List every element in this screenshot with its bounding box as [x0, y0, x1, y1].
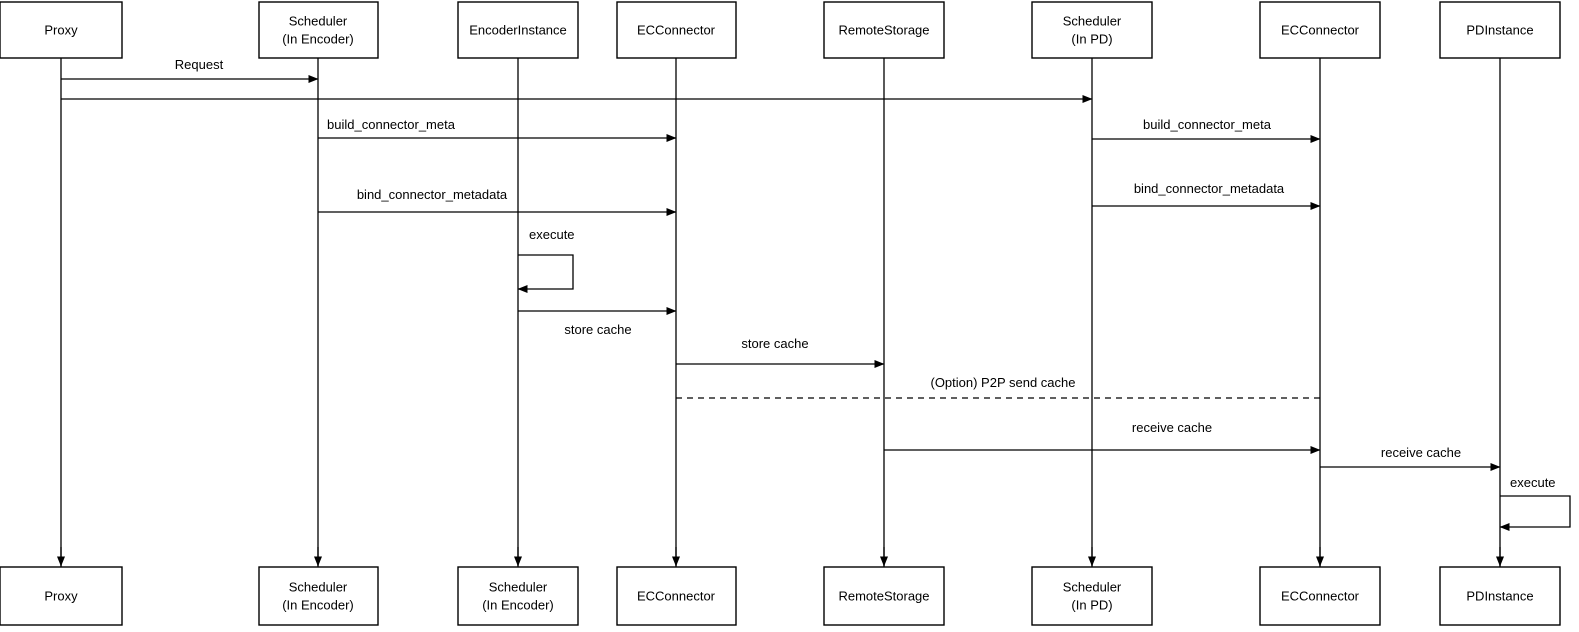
bottom-participant-label-proxy: Proxy [44, 588, 78, 603]
top-participant-box-ecconnector-2[interactable] [1259, 1, 1381, 59]
message-label-m4: build_connector_meta [1143, 117, 1272, 132]
top-participant-box-proxy[interactable] [0, 1, 123, 59]
bottom-participant-sublabel-scheduler-enc: (In Encoder) [282, 597, 354, 612]
bottom-participant-sublabel-encoder-inst: (In Encoder) [482, 597, 554, 612]
top-participant-label-proxy: Proxy [44, 22, 78, 37]
bottom-participant-label-scheduler-pd: Scheduler [1063, 579, 1122, 594]
messages-layer: Request build_connector_meta build_connect… [61, 57, 1501, 471]
self-call-label-s1: execute [529, 227, 575, 242]
top-participant-box-scheduler-pd[interactable] [1031, 1, 1153, 59]
self-call-label-s2: execute [1510, 475, 1556, 490]
bottom-participant-label-encoder-inst: Scheduler [489, 579, 548, 594]
bottom-participant-sublabel-scheduler-pd: (In PD) [1071, 597, 1112, 612]
bottom-participant-box-scheduler-pd[interactable] [1031, 566, 1153, 626]
bottom-participant-box-remote-storage[interactable] [823, 566, 945, 626]
top-participant-label-ecconnector-2: ECConnector [1281, 22, 1360, 37]
message-label-m6: bind_connector_metadata [1134, 181, 1285, 196]
bottom-participant-box-ecconnector-1[interactable] [616, 566, 737, 626]
top-participant-boxes-layer: Proxy Scheduler (In Encoder) EncoderInstanc… [0, 1, 1561, 59]
top-participant-box-pdinstance[interactable] [1439, 1, 1561, 59]
top-participant-sublabel-scheduler-enc: (In Encoder) [282, 31, 354, 46]
self-call-path-s1 [517, 254, 574, 293]
bottom-participant-box-encoder-inst[interactable] [457, 566, 579, 626]
bottom-participant-box-pdinstance[interactable] [1439, 566, 1561, 626]
message-label-m9: (Option) P2P send cache [930, 375, 1075, 390]
top-participant-box-encoder-inst[interactable] [457, 1, 579, 59]
message-label-m11: receive cache [1381, 445, 1461, 460]
bottom-participant-label-remote-storage: RemoteStorage [838, 588, 929, 603]
message-label-m3: build_connector_meta [327, 117, 456, 132]
top-participant-label-encoder-inst: EncoderInstance [469, 22, 567, 37]
top-participant-label-ecconnector-1: ECConnector [637, 22, 716, 37]
bottom-participant-box-proxy[interactable] [0, 566, 123, 626]
bottom-participant-label-pdinstance: PDInstance [1466, 588, 1533, 603]
message-label-m7: store cache [564, 322, 631, 337]
top-participant-label-scheduler-pd: Scheduler [1063, 13, 1122, 28]
bottom-participant-label-scheduler-enc: Scheduler [289, 579, 348, 594]
self-call-path-s2 [1499, 495, 1571, 531]
message-label-m1: Request [175, 57, 224, 72]
message-label-m10: receive cache [1132, 420, 1212, 435]
lifelines-layer [57, 58, 1504, 567]
message-label-m5: bind_connector_metadata [357, 187, 508, 202]
top-participant-box-remote-storage[interactable] [823, 1, 945, 59]
top-participant-sublabel-scheduler-pd: (In PD) [1071, 31, 1112, 46]
top-participant-label-scheduler-enc: Scheduler [289, 13, 348, 28]
top-participant-box-ecconnector-1[interactable] [616, 1, 737, 59]
bottom-participant-box-ecconnector-2[interactable] [1259, 566, 1381, 626]
bottom-participant-boxes-layer: Proxy Scheduler (In Encoder) Scheduler (In E… [0, 566, 1561, 626]
top-participant-label-remote-storage: RemoteStorage [838, 22, 929, 37]
top-participant-label-pdinstance: PDInstance [1466, 22, 1533, 37]
self-calls-layer: execute execute [517, 227, 1571, 531]
top-participant-box-scheduler-enc[interactable] [258, 1, 379, 59]
bottom-participant-box-scheduler-enc[interactable] [258, 566, 379, 626]
message-label-m8: store cache [741, 336, 808, 351]
bottom-participant-label-ecconnector-2: ECConnector [1281, 588, 1360, 603]
bottom-participant-label-ecconnector-1: ECConnector [637, 588, 716, 603]
